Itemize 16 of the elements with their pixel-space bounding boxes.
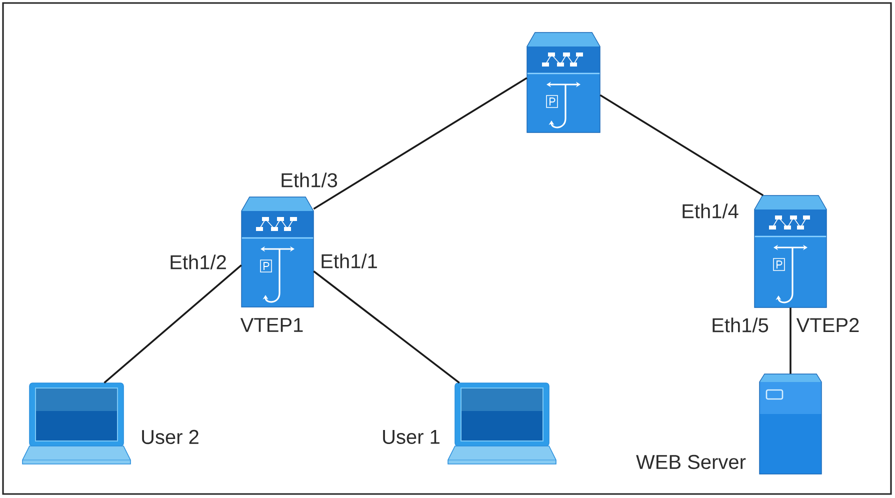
connection-line [790,308,792,374]
connection-line [600,94,764,196]
switch-icon [526,32,600,133]
device-label: WEB Server [636,454,746,470]
port-label: Eth1/3 [282,172,338,188]
port-label: Eth1/5 [712,318,768,332]
device-label: User 2 [142,430,198,444]
port-label: Eth1/1 [322,254,377,268]
connection-line [104,264,242,384]
connection-line [313,270,460,384]
port-label: Eth1/4 [682,204,738,218]
device-label: VTEP2 [796,318,859,332]
device-label: User 1 [383,430,440,444]
port-label: Eth1/2 [170,254,226,270]
connection-line [313,77,528,210]
device-label: VTEP1 [240,318,303,332]
